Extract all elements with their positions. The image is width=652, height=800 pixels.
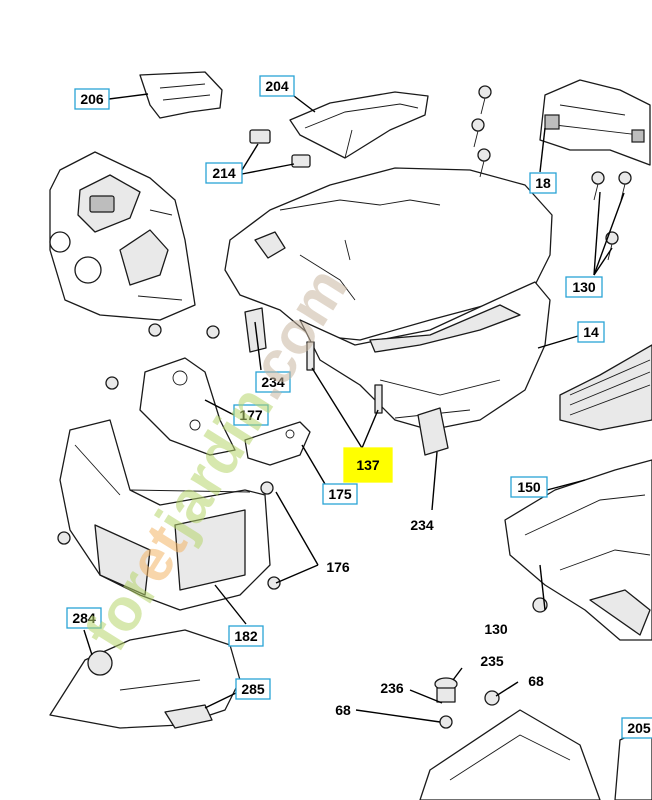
part-18-side-panel [539,79,651,166]
callout-177: 177 [233,404,269,426]
bolts [57,85,632,729]
part-182-lower-body [59,419,271,611]
svg-text:284: 284 [72,610,96,626]
part-204-cover [289,91,429,159]
svg-text:205: 205 [627,720,651,736]
svg-text:182: 182 [234,628,258,644]
svg-text:137: 137 [356,457,380,473]
part-14-hood-front [299,281,551,431]
part-206-bracket [139,71,223,119]
callout-204: 204 [259,75,295,97]
callout-284: 284 [66,607,102,629]
part-285-panel [164,704,213,729]
callout-150: 150 [510,476,548,498]
svg-text:235: 235 [480,653,504,669]
svg-text:214: 214 [212,165,236,181]
part-137-pins [306,341,383,414]
svg-text:68: 68 [528,673,544,689]
callout-236: 236 [380,680,404,696]
callout-234-bottom: 234 [410,517,434,533]
svg-text:130: 130 [572,279,596,295]
part-68-frame [419,709,601,800]
part-236-spacer [434,677,458,703]
callout-130-bottom: 130 [484,621,508,637]
part-grille-right [559,344,652,431]
part-177-bracket [139,357,236,456]
callout-214: 214 [205,162,243,184]
svg-text:285: 285 [241,681,265,697]
callout-68-left: 68 [335,702,351,718]
callout-18: 18 [529,172,557,194]
part-214-clips [249,129,311,168]
svg-text:177: 177 [239,407,263,423]
svg-text:234: 234 [410,517,434,533]
svg-text:204: 204 [265,78,289,94]
svg-text:206: 206 [80,91,104,107]
part-dashboard-panel [49,151,196,321]
part-234-pads [244,307,449,456]
callout-176: 176 [326,559,350,575]
svg-text:68: 68 [335,702,351,718]
svg-text:150: 150 [517,479,541,495]
callout-68-right: 68 [528,673,544,689]
callout-235: 235 [480,653,504,669]
callout-206: 206 [74,88,110,110]
callout-182: 182 [228,625,264,647]
callout-175: 175 [322,483,358,505]
svg-text:236: 236 [380,680,404,696]
svg-text:234: 234 [261,374,285,390]
callout-137-highlighted: 137 [343,447,393,483]
part-150-fender [504,459,652,641]
svg-text:14: 14 [583,324,599,340]
svg-text:175: 175 [328,486,352,502]
part-hood-top [224,167,553,341]
part-284-cover [49,629,241,729]
svg-text:18: 18 [535,175,551,191]
callout-234-top: 234 [255,371,291,393]
callout-130-top: 130 [565,276,603,298]
callout-285: 285 [235,678,271,700]
callout-14: 14 [577,321,605,343]
part-175-plate [244,421,311,466]
callout-205-partial: 205 [621,717,652,739]
svg-text:130: 130 [484,621,508,637]
svg-text:176: 176 [326,559,350,575]
leader-lines [83,93,625,723]
